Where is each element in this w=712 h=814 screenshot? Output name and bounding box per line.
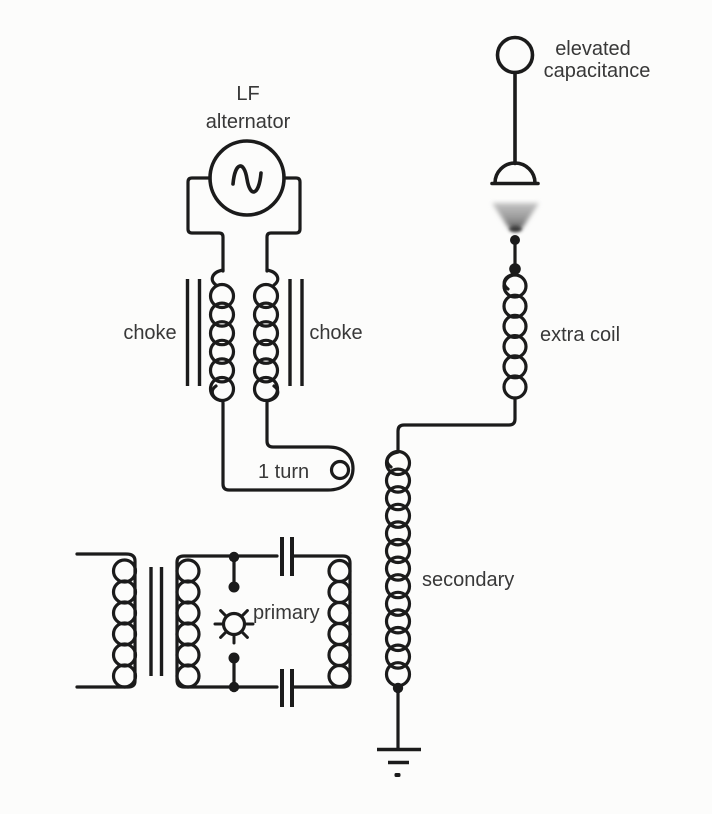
label-choke-left: choke <box>123 322 176 344</box>
alternator-lead-left <box>186 176 225 273</box>
primary-coil <box>290 554 352 689</box>
label-secondary: secondary <box>422 569 514 591</box>
label-extra-coil: extra coil <box>540 324 620 346</box>
label-capacitance: capacitance <box>544 60 651 82</box>
bottom-capacitor <box>280 669 294 707</box>
terminal-ball <box>509 263 521 275</box>
dome-electrode-icon <box>493 161 537 185</box>
label-alternator: alternator <box>206 111 291 133</box>
label-lf: LF <box>236 83 259 105</box>
elevated-capacitance <box>490 35 540 233</box>
one-turn-loop <box>221 401 355 492</box>
choke-right-coil <box>252 268 280 403</box>
capacitance-ball-icon <box>495 35 535 75</box>
alternator-lead-right <box>265 176 302 273</box>
choke-left-coil <box>208 268 236 403</box>
lf-alternator <box>186 139 302 273</box>
choke-right-core-bars <box>288 279 304 386</box>
rotary-break-spokes <box>213 609 255 645</box>
transformer-right-winding-leads <box>175 554 279 689</box>
sine-wave-icon <box>231 164 263 194</box>
spark-gap <box>213 551 255 693</box>
secondary-coil <box>384 396 517 694</box>
junction-dot <box>228 681 240 693</box>
gap-electrode-ball <box>228 581 240 593</box>
ground-symbol <box>377 686 421 777</box>
choke-left-core-bars <box>185 279 202 386</box>
transformer-left-winding <box>111 558 138 689</box>
corona-discharge <box>492 203 539 233</box>
single-turn-icon <box>329 459 351 481</box>
label-primary: primary <box>253 602 320 624</box>
transformer-right-winding <box>175 558 201 689</box>
extra-coil <box>502 235 528 400</box>
label-one-turn: 1 turn <box>258 461 309 483</box>
label-elevated: elevated <box>555 38 631 60</box>
label-choke-right: choke <box>309 322 362 344</box>
labels: LF alternator choke choke 1 turn primary… <box>123 38 650 624</box>
supply-transformer <box>75 552 279 689</box>
